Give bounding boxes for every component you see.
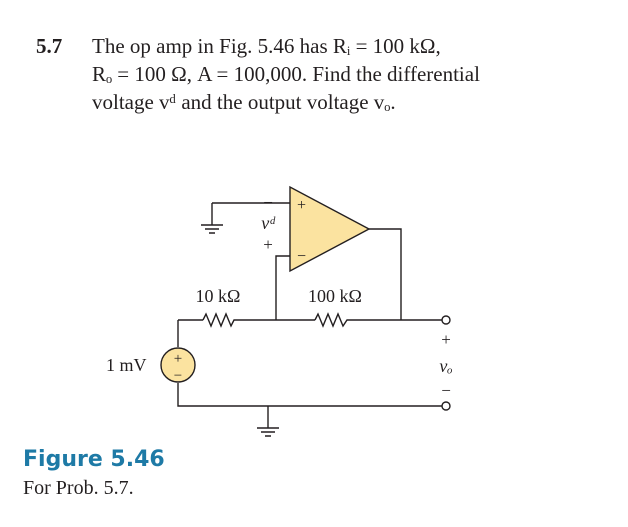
vd-plus: + <box>263 235 273 254</box>
bottom-return-wire <box>177 383 442 407</box>
r2-label: 100 kΩ <box>308 286 362 306</box>
problem-text-line-3: voltage vᵈ and the output voltage vₒ. <box>92 90 396 114</box>
vo-label: vₒ <box>439 356 452 376</box>
r2-resistor <box>314 312 350 328</box>
vd-minus: − <box>263 193 273 212</box>
ground-symbol-top <box>201 224 223 234</box>
noninverting-input-wire <box>275 255 290 320</box>
vd-label: vᵈ <box>261 213 276 233</box>
r1-resistor <box>202 312 237 328</box>
output-terminal-bottom <box>441 401 451 411</box>
problem-text-line-1: The op amp in Fig. 5.46 has Rᵢ = 100 kΩ, <box>92 34 441 58</box>
ground-symbol-bottom <box>257 427 279 437</box>
voltage-source <box>160 347 196 383</box>
output-terminal-top <box>441 315 451 325</box>
problem-text-line-2: Rₒ = 100 Ω, A = 100,000. Find the differ… <box>92 62 480 86</box>
opamp-triangle <box>289 185 371 273</box>
source-minus: − <box>174 368 182 384</box>
output-wire <box>369 228 402 320</box>
r1-label: 10 kΩ <box>196 286 241 306</box>
figure-title: Figure 5.46 <box>23 447 165 472</box>
source-plus: + <box>174 351 182 367</box>
opamp-plus-sign: + <box>297 197 306 214</box>
vo-plus: + <box>441 330 451 349</box>
source-label: 1 mV <box>106 355 147 375</box>
opamp-minus-sign: − <box>297 248 306 265</box>
figure-caption: For Prob. 5.7. <box>23 477 134 499</box>
vo-minus: − <box>441 381 451 400</box>
problem-number: 5.7 <box>36 34 63 58</box>
